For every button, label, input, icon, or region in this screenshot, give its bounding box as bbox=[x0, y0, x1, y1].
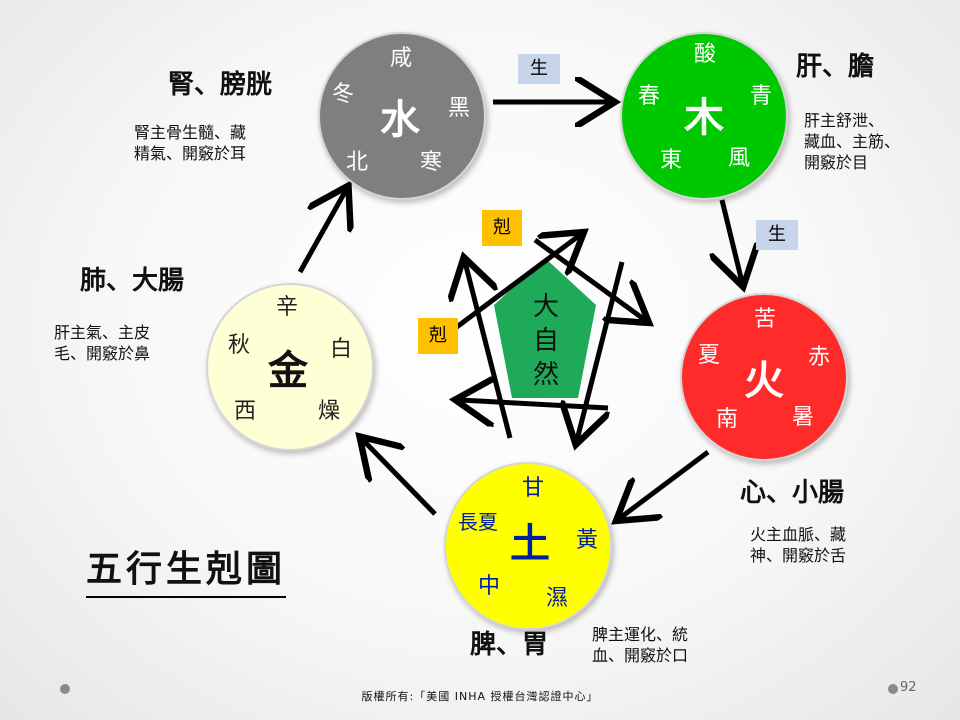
center-char-1: 大 bbox=[532, 292, 559, 322]
metal-bottom-right: 燥 bbox=[318, 399, 341, 424]
fire-circle: 苦 夏 火 赤 南 暑 bbox=[680, 293, 848, 461]
water-left: 冬 bbox=[332, 82, 355, 107]
wood-bottom-right: 風 bbox=[728, 146, 751, 171]
metal-left: 秋 bbox=[228, 333, 251, 358]
earth-left: 長夏 bbox=[458, 510, 498, 534]
footer-dot-right bbox=[888, 684, 898, 694]
organ-earth: 脾、胃 bbox=[470, 630, 549, 660]
fire-left: 夏 bbox=[698, 343, 721, 368]
arrow-wood-to-fire bbox=[722, 199, 742, 282]
wood-left: 春 bbox=[638, 84, 661, 109]
desc-metal: 肝主氣、主皮 毛、開竅於鼻 bbox=[54, 323, 151, 363]
arrow-ke-1 bbox=[440, 235, 580, 341]
fire-top: 苦 bbox=[754, 307, 777, 332]
arrow-ke-5 bbox=[465, 262, 513, 439]
fire-bottom-right: 暑 bbox=[792, 405, 815, 430]
wood-top: 酸 bbox=[694, 42, 717, 67]
fire-right: 赤 bbox=[808, 345, 831, 370]
wood-circle: 酸 春 木 青 東 風 bbox=[620, 32, 788, 200]
ke-tag-1: 剋 bbox=[482, 210, 522, 246]
metal-top: 辛 bbox=[276, 295, 299, 320]
diagram-title: 五行生剋圖 bbox=[86, 540, 287, 598]
earth-top: 甘 bbox=[522, 476, 545, 501]
metal-center: 金 bbox=[268, 348, 308, 394]
arrow-ke-2 bbox=[533, 237, 645, 320]
water-top: 咸 bbox=[390, 46, 413, 71]
organ-metal: 肺、大腸 bbox=[80, 266, 185, 296]
fire-center: 火 bbox=[744, 358, 784, 404]
organ-water: 腎、膀胱 bbox=[168, 70, 273, 100]
earth-center: 土 bbox=[510, 521, 550, 567]
wood-center: 木 bbox=[684, 95, 724, 141]
arrow-ke-4 bbox=[460, 400, 609, 408]
page-number: 92 bbox=[900, 680, 917, 695]
earth-circle: 甘 長夏 土 黃 中 濕 bbox=[444, 462, 612, 630]
center-pentagon bbox=[494, 258, 596, 398]
earth-bottom-right: 濕 bbox=[546, 586, 569, 611]
water-right: 黑 bbox=[448, 96, 471, 121]
organ-fire: 心、小腸 bbox=[740, 478, 845, 508]
arrow-fire-to-earth bbox=[620, 450, 710, 518]
earth-bottom-left: 中 bbox=[478, 574, 501, 599]
center-text: 大 自 然 bbox=[528, 290, 564, 392]
desc-wood: 肝主舒泄、 藏血、主筋、 開竅於目 bbox=[804, 111, 901, 172]
water-circle: 咸 冬 水 黑 北 寒 bbox=[318, 32, 486, 200]
ke-tag-2: 剋 bbox=[418, 318, 458, 354]
desc-earth: 脾主運化、統 血、開竅於口 bbox=[592, 625, 689, 665]
center-char-3: 然 bbox=[532, 360, 559, 390]
sheng-tag-1: 生 bbox=[518, 54, 560, 84]
organ-wood: 肝、膽 bbox=[796, 52, 875, 82]
arrow-earth-to-metal bbox=[363, 440, 437, 516]
footer-dot-left bbox=[60, 684, 70, 694]
center-char-2: 自 bbox=[532, 326, 559, 356]
arrow-metal-to-water bbox=[297, 190, 346, 274]
sheng-tag-2: 生 bbox=[756, 220, 798, 250]
metal-circle: 辛 秋 金 白 西 燥 bbox=[206, 283, 374, 451]
metal-bottom-left: 西 bbox=[234, 399, 257, 424]
desc-fire: 火主血脈、藏 神、開竅於舌 bbox=[750, 525, 847, 565]
desc-water: 腎主骨生髓、藏 精氣、開竅於耳 bbox=[134, 123, 247, 163]
earth-right: 黃 bbox=[576, 528, 599, 553]
water-bottom-right: 寒 bbox=[420, 150, 443, 175]
water-center: 水 bbox=[380, 97, 420, 143]
footer-copyright: 版權所有:「美國 INHA 授權台灣認證中心」 bbox=[361, 690, 599, 703]
metal-right: 白 bbox=[330, 337, 353, 362]
wood-bottom-left: 東 bbox=[660, 148, 683, 173]
fire-bottom-left: 南 bbox=[716, 407, 739, 432]
water-bottom-left: 北 bbox=[346, 150, 369, 175]
arrow-ke-3 bbox=[577, 261, 625, 440]
wood-right: 青 bbox=[750, 84, 773, 109]
